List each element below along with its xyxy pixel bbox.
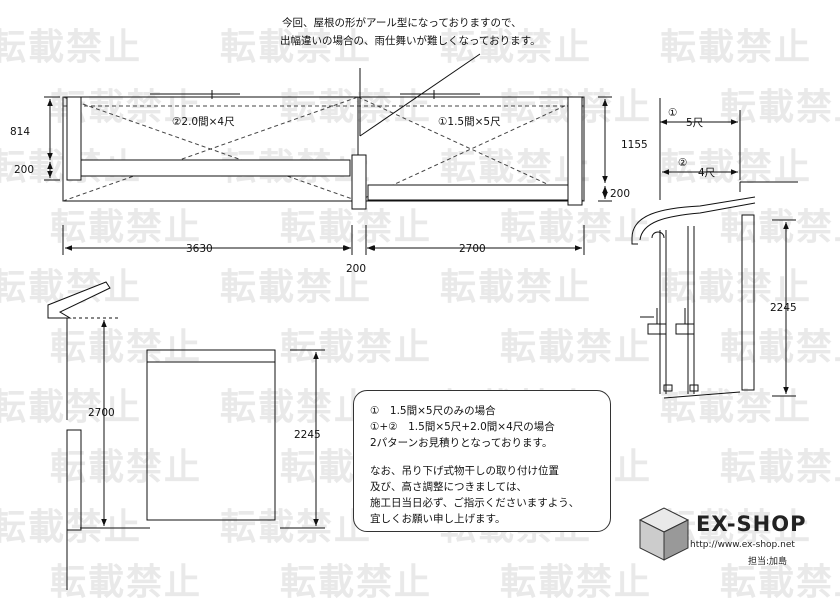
note-line-5: 及び、高さ調整につきましては、	[370, 481, 527, 493]
watermark-text: 転載禁止	[0, 27, 143, 68]
roof-note-line-1: 今回、屋根の形がアール型になっておりますので、	[282, 17, 522, 29]
ex-shop-cube-icon	[638, 507, 690, 561]
dim-200-left: 200	[14, 164, 35, 176]
note-line-7: 宜しくお願い申し上げます。	[370, 513, 506, 525]
watermark-text: 転載禁止	[720, 207, 840, 248]
ex-shop-logo-name: EX-SHOP	[696, 512, 807, 536]
watermark-text: 転載禁止	[660, 27, 813, 68]
watermark-text: 転載禁止	[500, 327, 653, 368]
estimate-note-box: ① 1.5間×5尺のみの場合 ①+② 1.5間×5尺+2.0間×4尺の場合 2パ…	[353, 390, 611, 532]
side-label-2: ②	[678, 157, 688, 169]
dim-200-right: 200	[610, 188, 631, 200]
dim-200-bottom: 200	[346, 263, 367, 275]
side-label-4shaku: 4尺	[698, 167, 716, 179]
front-view	[47, 281, 325, 590]
side-view	[631, 98, 798, 399]
side-dim-2245: 2245	[770, 302, 797, 314]
watermark-text: 転載禁止	[220, 267, 373, 308]
watermark-text: 転載禁止	[220, 387, 373, 428]
right-unit-label: ①1.5間×5尺	[438, 116, 501, 128]
watermark-text: 転載禁止	[440, 147, 593, 188]
note-line-4: なお、吊り下げ式物干しの取り付け位置	[370, 465, 559, 477]
watermark-text: 転載禁止	[720, 447, 840, 488]
watermark-text: 転載禁止	[220, 27, 373, 68]
side-label-5shaku: 5尺	[686, 117, 704, 129]
ex-shop-url: http://www.ex-shop.net	[690, 540, 795, 550]
dim-1155: 1155	[621, 139, 648, 151]
dim-3630: 3630	[186, 243, 213, 255]
watermark-text: 転載禁止	[440, 267, 593, 308]
watermark-text: 転載禁止	[50, 207, 203, 248]
left-unit-label: ②2.0間×4尺	[172, 116, 235, 128]
dim-2700: 2700	[459, 243, 486, 255]
watermark-text: 転載禁止	[660, 147, 813, 188]
technical-drawing	[44, 53, 798, 590]
front-dim-2245: 2245	[294, 429, 321, 441]
note-line-1: ① 1.5間×5尺のみの場合	[370, 405, 496, 417]
roof-note-line-2: 出幅違いの場合の、雨仕舞いが難しくなっております。	[280, 35, 541, 47]
dim-814: 814	[10, 126, 31, 138]
watermark-text: 転載禁止	[280, 207, 433, 248]
right-unit-outline	[357, 96, 585, 202]
watermark-text: 転載禁止	[50, 327, 203, 368]
front-dim-2700: 2700	[88, 407, 115, 419]
watermark-text: 転載禁止	[0, 387, 143, 428]
watermark-text: 転載禁止	[280, 327, 433, 368]
plan-view	[44, 53, 612, 255]
note-line-6: 施工日当日必ず、ご指示くださいますよう、	[370, 497, 580, 509]
watermark-text: 転載禁止	[440, 27, 593, 68]
side-label-1: ①	[668, 107, 678, 119]
note-line-2: ①+② 1.5間×5尺+2.0間×4尺の場合	[370, 421, 555, 433]
staff-name: 担当:加島	[748, 557, 788, 567]
watermark-text: 転載禁止	[500, 207, 653, 248]
watermark-text: 転載禁止	[50, 447, 203, 488]
note-line-3: 2パターンお見積りとなっております。	[370, 437, 553, 449]
watermark-text: 転載禁止	[720, 327, 840, 368]
